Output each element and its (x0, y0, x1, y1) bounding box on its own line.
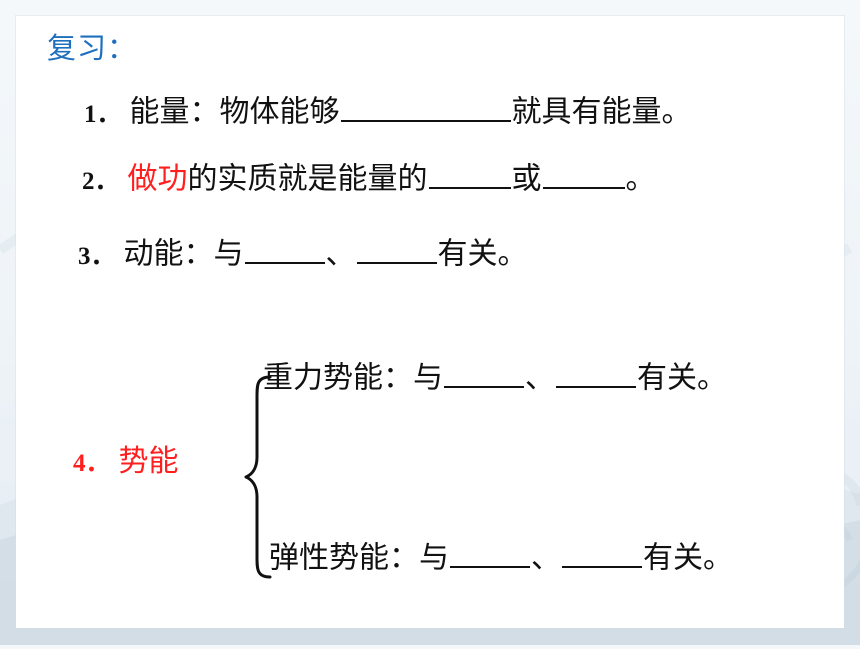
elastic-potential-text-2: 、 (531, 540, 561, 576)
curly-brace (240, 371, 276, 583)
item-2-text-1: 的实质就是能量的 (187, 161, 428, 197)
item-4-label: 势能 (118, 444, 179, 479)
elastic-potential-blank-1 (450, 538, 530, 568)
elastic-potential-blank-2 (562, 538, 642, 568)
item-3-text-2: 、 (325, 236, 356, 272)
item-1-text-1: 能量：物体能够 (129, 94, 340, 130)
item-3-blank-2 (356, 234, 437, 264)
slide: 复习： 1．能量：物体能够 就具有能量。 2．做功的实质就是能量的 或 。 3．动能：… (16, 16, 844, 628)
item-2-text-2: 或 (511, 161, 542, 197)
item-3-text-3: 有关。 (437, 236, 528, 272)
item-1-line: 1．能量：物体能够 就具有能量。 (84, 92, 692, 128)
item-2-highlight: 做功 (127, 161, 188, 197)
item-2-blank-1 (428, 159, 511, 189)
gravity-potential-blank-1 (444, 358, 524, 388)
item-3-blank-1 (244, 234, 325, 264)
item-3-number: 3． (78, 242, 116, 270)
gravity-potential-line: 重力势能：与 、 有关。 (263, 358, 727, 394)
item-2-text-3: 。 (625, 161, 656, 197)
item-4-line: 4． 势能 (73, 447, 179, 477)
item-4-number: 4． (73, 450, 111, 477)
elastic-potential-text-3: 有关。 (643, 540, 733, 576)
item-1-number: 1． (84, 100, 122, 128)
item-2-line: 2．做功的实质就是能量的 或 。 (82, 159, 656, 195)
item-1-text-2: 就具有能量。 (511, 94, 692, 130)
gravity-potential-blank-2 (556, 358, 636, 388)
item-2-number: 2． (82, 167, 120, 195)
item-3-line: 3．动能：与 、 有关。 (78, 234, 528, 270)
gravity-potential-text-1: 重力势能：与 (263, 360, 443, 396)
item-3-text-1: 动能：与 (123, 236, 244, 272)
gravity-potential-text-2: 、 (525, 360, 555, 396)
elastic-potential-line: 弹性势能：与 、 有关。 (269, 538, 733, 574)
elastic-potential-text-1: 弹性势能：与 (269, 540, 449, 576)
item-1-blank (340, 92, 511, 122)
item-2-blank-2 (542, 159, 625, 189)
gravity-potential-text-3: 有关。 (637, 360, 727, 396)
review-title: 复习： (47, 31, 138, 65)
